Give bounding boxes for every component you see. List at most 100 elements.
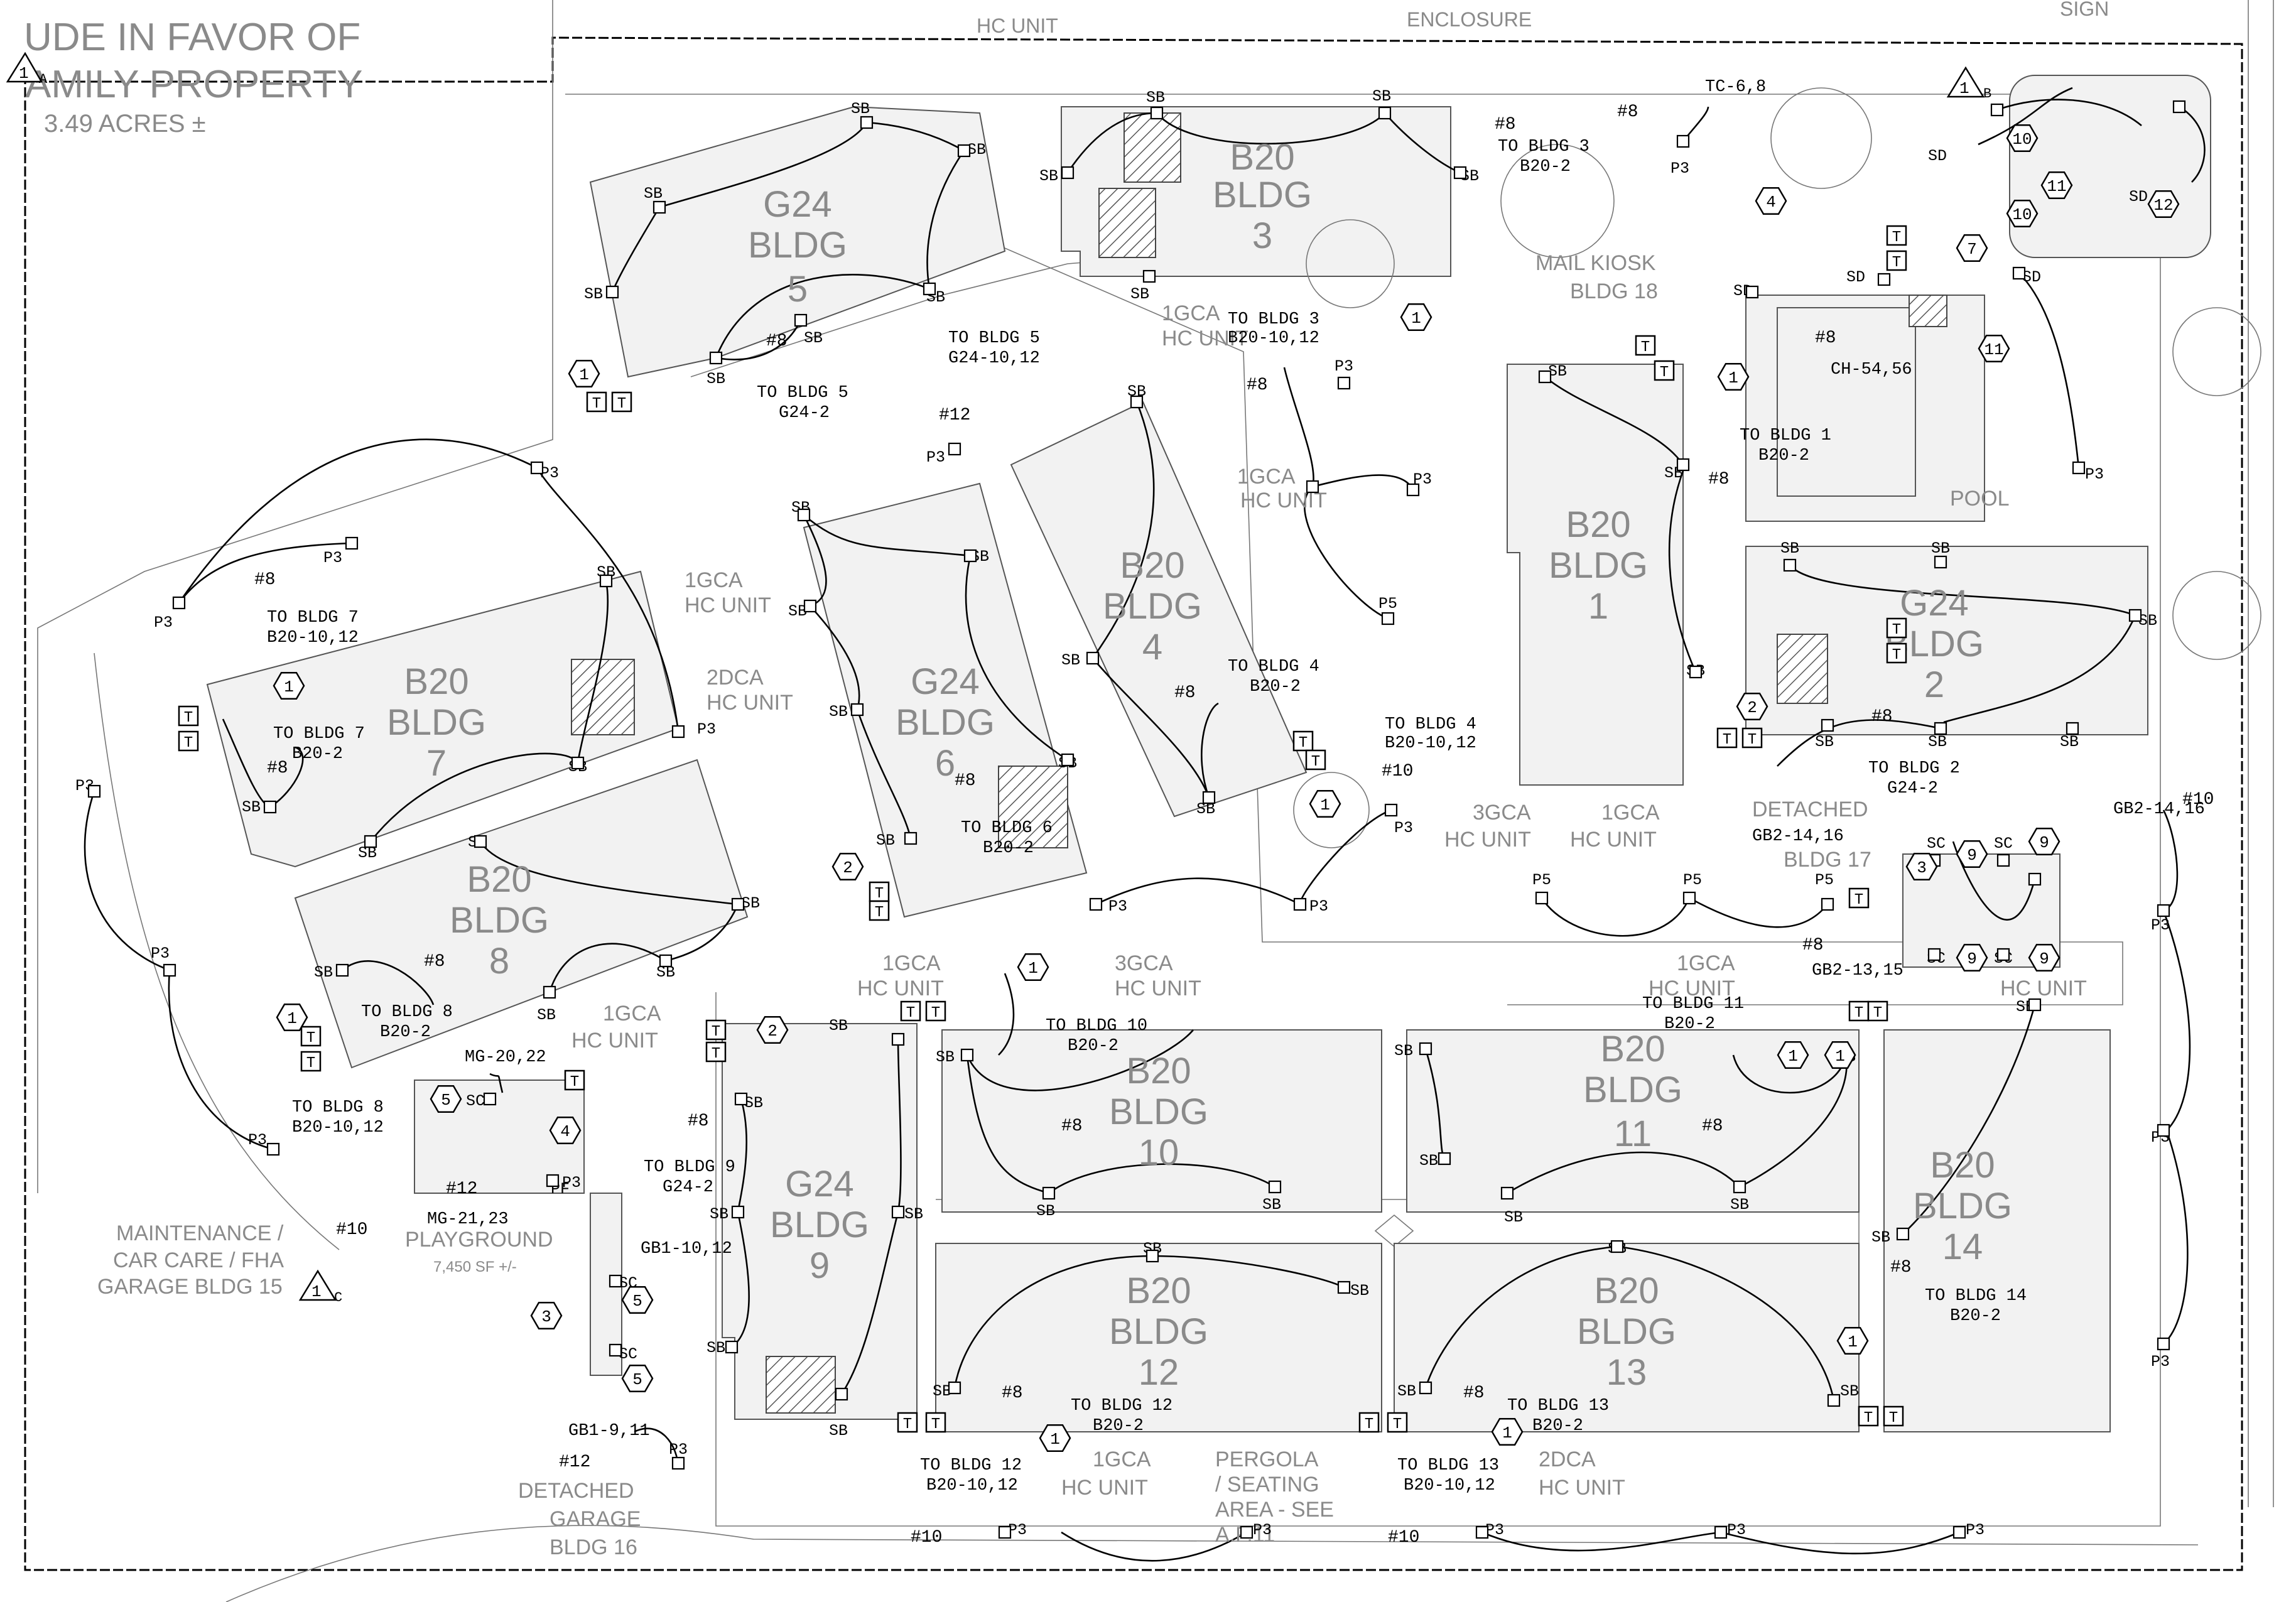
svg-text:SB: SB [1780, 539, 1799, 558]
svg-text:SB: SB [1350, 1282, 1369, 1300]
svg-text:14: 14 [1942, 1226, 1983, 1267]
transformer-tag: T [1858, 1405, 1879, 1427]
svg-text:HC UNIT: HC UNIT [857, 977, 944, 1000]
svg-text:#8: #8 [267, 759, 288, 778]
keynote-hex-tag: 1 [276, 1003, 308, 1032]
svg-text:#10: #10 [911, 1528, 942, 1547]
keynote-hex-tag: 1 [1017, 953, 1049, 982]
svg-text:SB: SB [829, 1017, 848, 1035]
note-to-bldg-12: TO BLDG 12 [1071, 1397, 1172, 1415]
revision-triangle-c: 1 C [298, 1269, 342, 1306]
fixture-symbols [87, 100, 2186, 1539]
svg-text:7,450 SF +/-: 7,450 SF +/- [433, 1258, 517, 1275]
svg-text:BLDG: BLDG [1913, 1186, 2012, 1226]
svg-text:HC UNIT: HC UNIT [1115, 977, 1201, 1000]
svg-text:HC UNIT: HC UNIT [685, 593, 771, 617]
svg-text:G24-2: G24-2 [663, 1178, 713, 1197]
note-gb2-13: GB2-13,15 [1812, 961, 1903, 980]
hc-unit-hatch [1777, 634, 1828, 704]
light-fixture-icon [1535, 891, 1549, 905]
svg-text:1: 1 [287, 1009, 297, 1028]
svg-text:B20-2: B20-2 [1758, 447, 1809, 465]
svg-text:T: T [1299, 735, 1308, 752]
svg-text:6: 6 [935, 743, 955, 784]
svg-text:1: 1 [311, 1282, 322, 1301]
svg-text:#8: #8 [1617, 102, 1638, 122]
building-label-13: B20 BLDG 13 [1577, 1270, 1676, 1393]
building-12-footprint [935, 1243, 1382, 1432]
keynote-hex-tag: 12 [2147, 190, 2180, 219]
building-8-footprint [294, 759, 749, 1069]
svg-text:P3: P3 [697, 720, 716, 739]
svg-text:SB: SB [1419, 1152, 1438, 1170]
svg-text:B20-2: B20-2 [1532, 1417, 1583, 1436]
svg-text:#12: #12 [939, 406, 970, 425]
svg-text:10: 10 [2012, 205, 2032, 224]
svg-text:P5: P5 [1683, 871, 1702, 889]
svg-text:#8: #8 [1174, 683, 1196, 703]
transformer-tag: T [178, 730, 199, 752]
svg-text:1: 1 [1411, 309, 1421, 328]
svg-text:13: 13 [1606, 1352, 1647, 1393]
transformer-tag: T [1654, 360, 1675, 381]
svg-text:HC UNIT: HC UNIT [1162, 327, 1248, 350]
light-fixture-icon [653, 200, 666, 214]
svg-text:T: T [1892, 229, 1901, 246]
svg-text:T: T [1855, 892, 1863, 909]
transformer-tag: T [586, 391, 607, 413]
svg-text:#8: #8 [424, 952, 445, 971]
svg-text:TO BLDG 7: TO BLDG 7 [267, 609, 359, 627]
svg-text:B20-2: B20-2 [1520, 158, 1571, 176]
note-to-bldg-13: TO BLDG 13 [1507, 1397, 1609, 1415]
svg-text:9: 9 [1967, 846, 1977, 865]
property-line [37, 0, 553, 1193]
svg-text:SD: SD [2129, 188, 2148, 206]
building-2-footprint [1745, 546, 2148, 735]
svg-text:B20-10,12: B20-10,12 [926, 1476, 1018, 1495]
light-fixture-icon [1745, 285, 1759, 299]
svg-text:#8: #8 [1002, 1383, 1023, 1403]
svg-text:SB: SB [1397, 1382, 1416, 1400]
svg-text:P3: P3 [1108, 897, 1127, 916]
light-fixture-icon [2157, 1337, 2170, 1351]
edge-label-hc-unit: HC UNIT [977, 14, 1058, 37]
svg-text:G24: G24 [785, 1164, 854, 1204]
light-fixture-icon [1783, 558, 1797, 572]
hc-unit-hatch [766, 1356, 836, 1414]
light-fixture-icon [891, 1205, 905, 1219]
svg-text:BLDG: BLDG [1577, 1311, 1676, 1352]
svg-text:G24: G24 [911, 661, 980, 702]
light-fixture-icon [948, 1381, 961, 1395]
circuit-wiring [84, 87, 2206, 1562]
keynote-hex-tag: 11 [1978, 334, 2010, 363]
svg-text:1GCA: 1GCA [1601, 801, 1660, 825]
light-fixture-icon [1990, 103, 2004, 117]
header-line-2: AMILY PROPERTY [25, 63, 363, 106]
svg-text:T: T [1641, 339, 1650, 356]
svg-text:P3: P3 [669, 1441, 688, 1459]
building-label-7: B20 BLDG 7 [387, 661, 486, 784]
light-fixture-icon [1130, 395, 1144, 409]
svg-text:11: 11 [1614, 1113, 1652, 1154]
light-fixture-icon [948, 442, 961, 456]
hc-unit-hatch [1909, 295, 1947, 327]
maintenance-label: MAINTENANCE / [116, 1221, 284, 1245]
light-fixture-icon [2157, 1123, 2170, 1137]
keynote-hex-tag: 7 [1956, 234, 1988, 262]
light-fixture-icon [891, 1032, 905, 1046]
transformer-tag: T [1867, 1000, 1888, 1022]
svg-text:2: 2 [1747, 698, 1757, 717]
svg-text:T: T [1892, 647, 1901, 664]
svg-text:T: T [1892, 254, 1901, 271]
hc-unit-hatch [571, 659, 635, 735]
svg-text:1: 1 [1728, 369, 1738, 387]
svg-text:SB: SB [1730, 1196, 1749, 1214]
revision-tags: 1 A 1 B 1 C [6, 51, 1991, 1306]
light-fixture-icon [1733, 1180, 1746, 1194]
light-fixture-icon [1714, 1525, 1728, 1539]
note-to-bldg-7: TO BLDG 7 [273, 725, 365, 744]
svg-text:BLDG: BLDG [770, 1204, 869, 1245]
svg-text:SB: SB [1840, 1382, 1859, 1400]
svg-text:BLDG: BLDG [748, 225, 847, 266]
svg-text:SB: SB [710, 1205, 728, 1223]
